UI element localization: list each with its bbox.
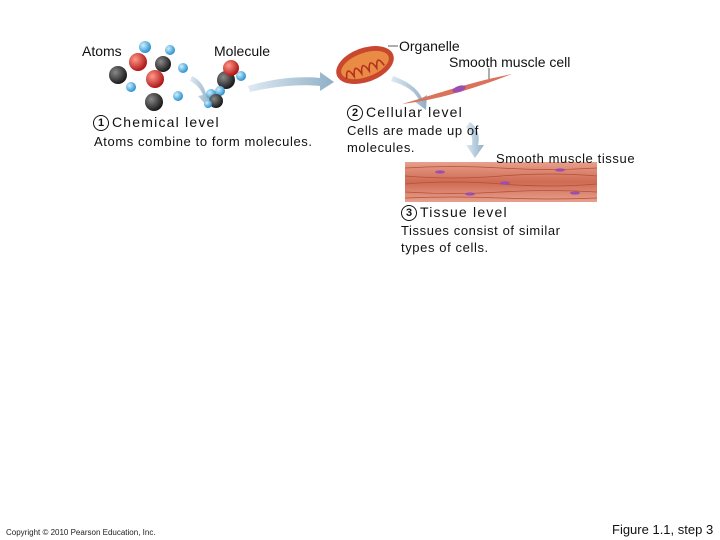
atoms-label: Atoms	[82, 43, 122, 59]
step-number-badge: 2	[347, 105, 363, 121]
cellular-level-description: Cells are made up of molecules.	[347, 122, 479, 156]
figure-caption: Figure 1.1, step 3	[612, 522, 714, 537]
description-line: types of cells.	[401, 240, 489, 255]
description-line: molecules.	[347, 140, 416, 155]
chemical-level-description: Atoms combine to form molecules.	[94, 134, 313, 149]
arrow-atoms-to-molecule	[190, 76, 211, 106]
smooth-muscle-tissue-label: Smooth muscle tissue	[496, 151, 636, 166]
level-title: Chemical level	[112, 114, 220, 130]
step-number-badge: 1	[93, 115, 109, 131]
level-title: Tissue level	[420, 204, 508, 220]
arrow-cell-to-tissue	[466, 122, 484, 158]
description-line: Tissues consist of similar	[401, 223, 561, 238]
atoms-illustration	[109, 41, 188, 111]
step-number-badge: 3	[401, 205, 417, 221]
smooth-muscle-cell-illustration	[402, 74, 512, 104]
smooth-muscle-tissue-illustration	[404, 162, 598, 202]
mitochondrion-illustration	[336, 46, 394, 84]
tissue-level-description: Tissues consist of similar types of cell…	[401, 222, 561, 256]
copyright-notice: Copyright © 2010 Pearson Education, Inc.	[6, 528, 156, 537]
molecule-label: Molecule	[214, 43, 271, 59]
description-line: Cells are made up of	[347, 123, 479, 138]
organelle-label: Organelle	[399, 38, 460, 54]
level-title: Cellular level	[366, 104, 463, 120]
smooth-muscle-cell-label: Smooth muscle cell	[449, 54, 571, 70]
arrow-molecule-to-organelle	[248, 72, 334, 92]
molecule-illustration	[204, 60, 246, 108]
